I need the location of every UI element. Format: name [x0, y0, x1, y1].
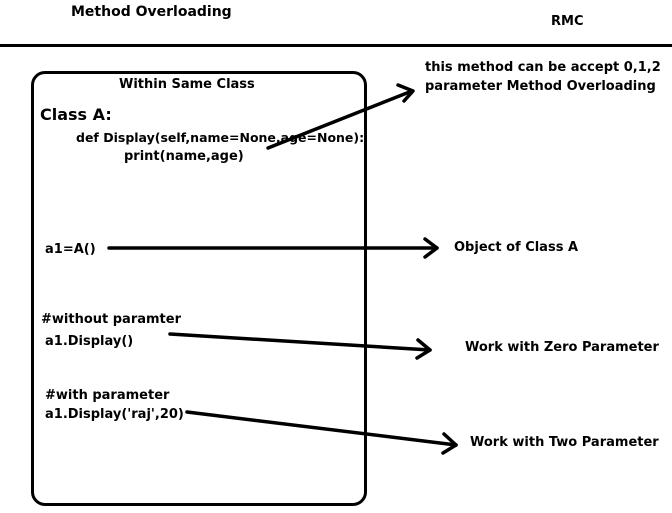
author-label: RMC — [551, 14, 584, 29]
arrow-to-overload-note — [266, 83, 415, 150]
two-parameter-note: Work with Two Parameter — [470, 435, 659, 450]
call-without-parameter: a1.Display() — [45, 334, 134, 349]
call-with-parameter: a1.Display('raj',20) — [45, 407, 184, 422]
box-heading: Within Same Class — [119, 77, 255, 92]
arrow-to-zero-parameter-note — [168, 332, 432, 360]
class-declaration: Class A: — [40, 105, 112, 124]
zero-parameter-note: Work with Zero Parameter — [465, 340, 659, 355]
arrow-to-object-note — [107, 237, 439, 259]
overload-note-line1: this method can be accept 0,1,2 — [425, 60, 661, 75]
header-divider — [0, 44, 672, 47]
object-creation-line: a1=A() — [45, 242, 96, 257]
object-note: Object of Class A — [454, 240, 579, 255]
comment-with-parameter: #with parameter — [45, 388, 170, 403]
comment-without-parameter: #without paramter — [41, 312, 182, 327]
overload-note-line2: parameter Method Overloading — [425, 79, 656, 94]
arrow-to-two-parameter-note — [185, 410, 458, 455]
method-body: print(name,age) — [124, 149, 244, 164]
class-box — [31, 71, 367, 506]
page-title: Method Overloading — [71, 4, 232, 20]
method-definition: def Display(self,name=None,age=None): — [76, 130, 365, 145]
